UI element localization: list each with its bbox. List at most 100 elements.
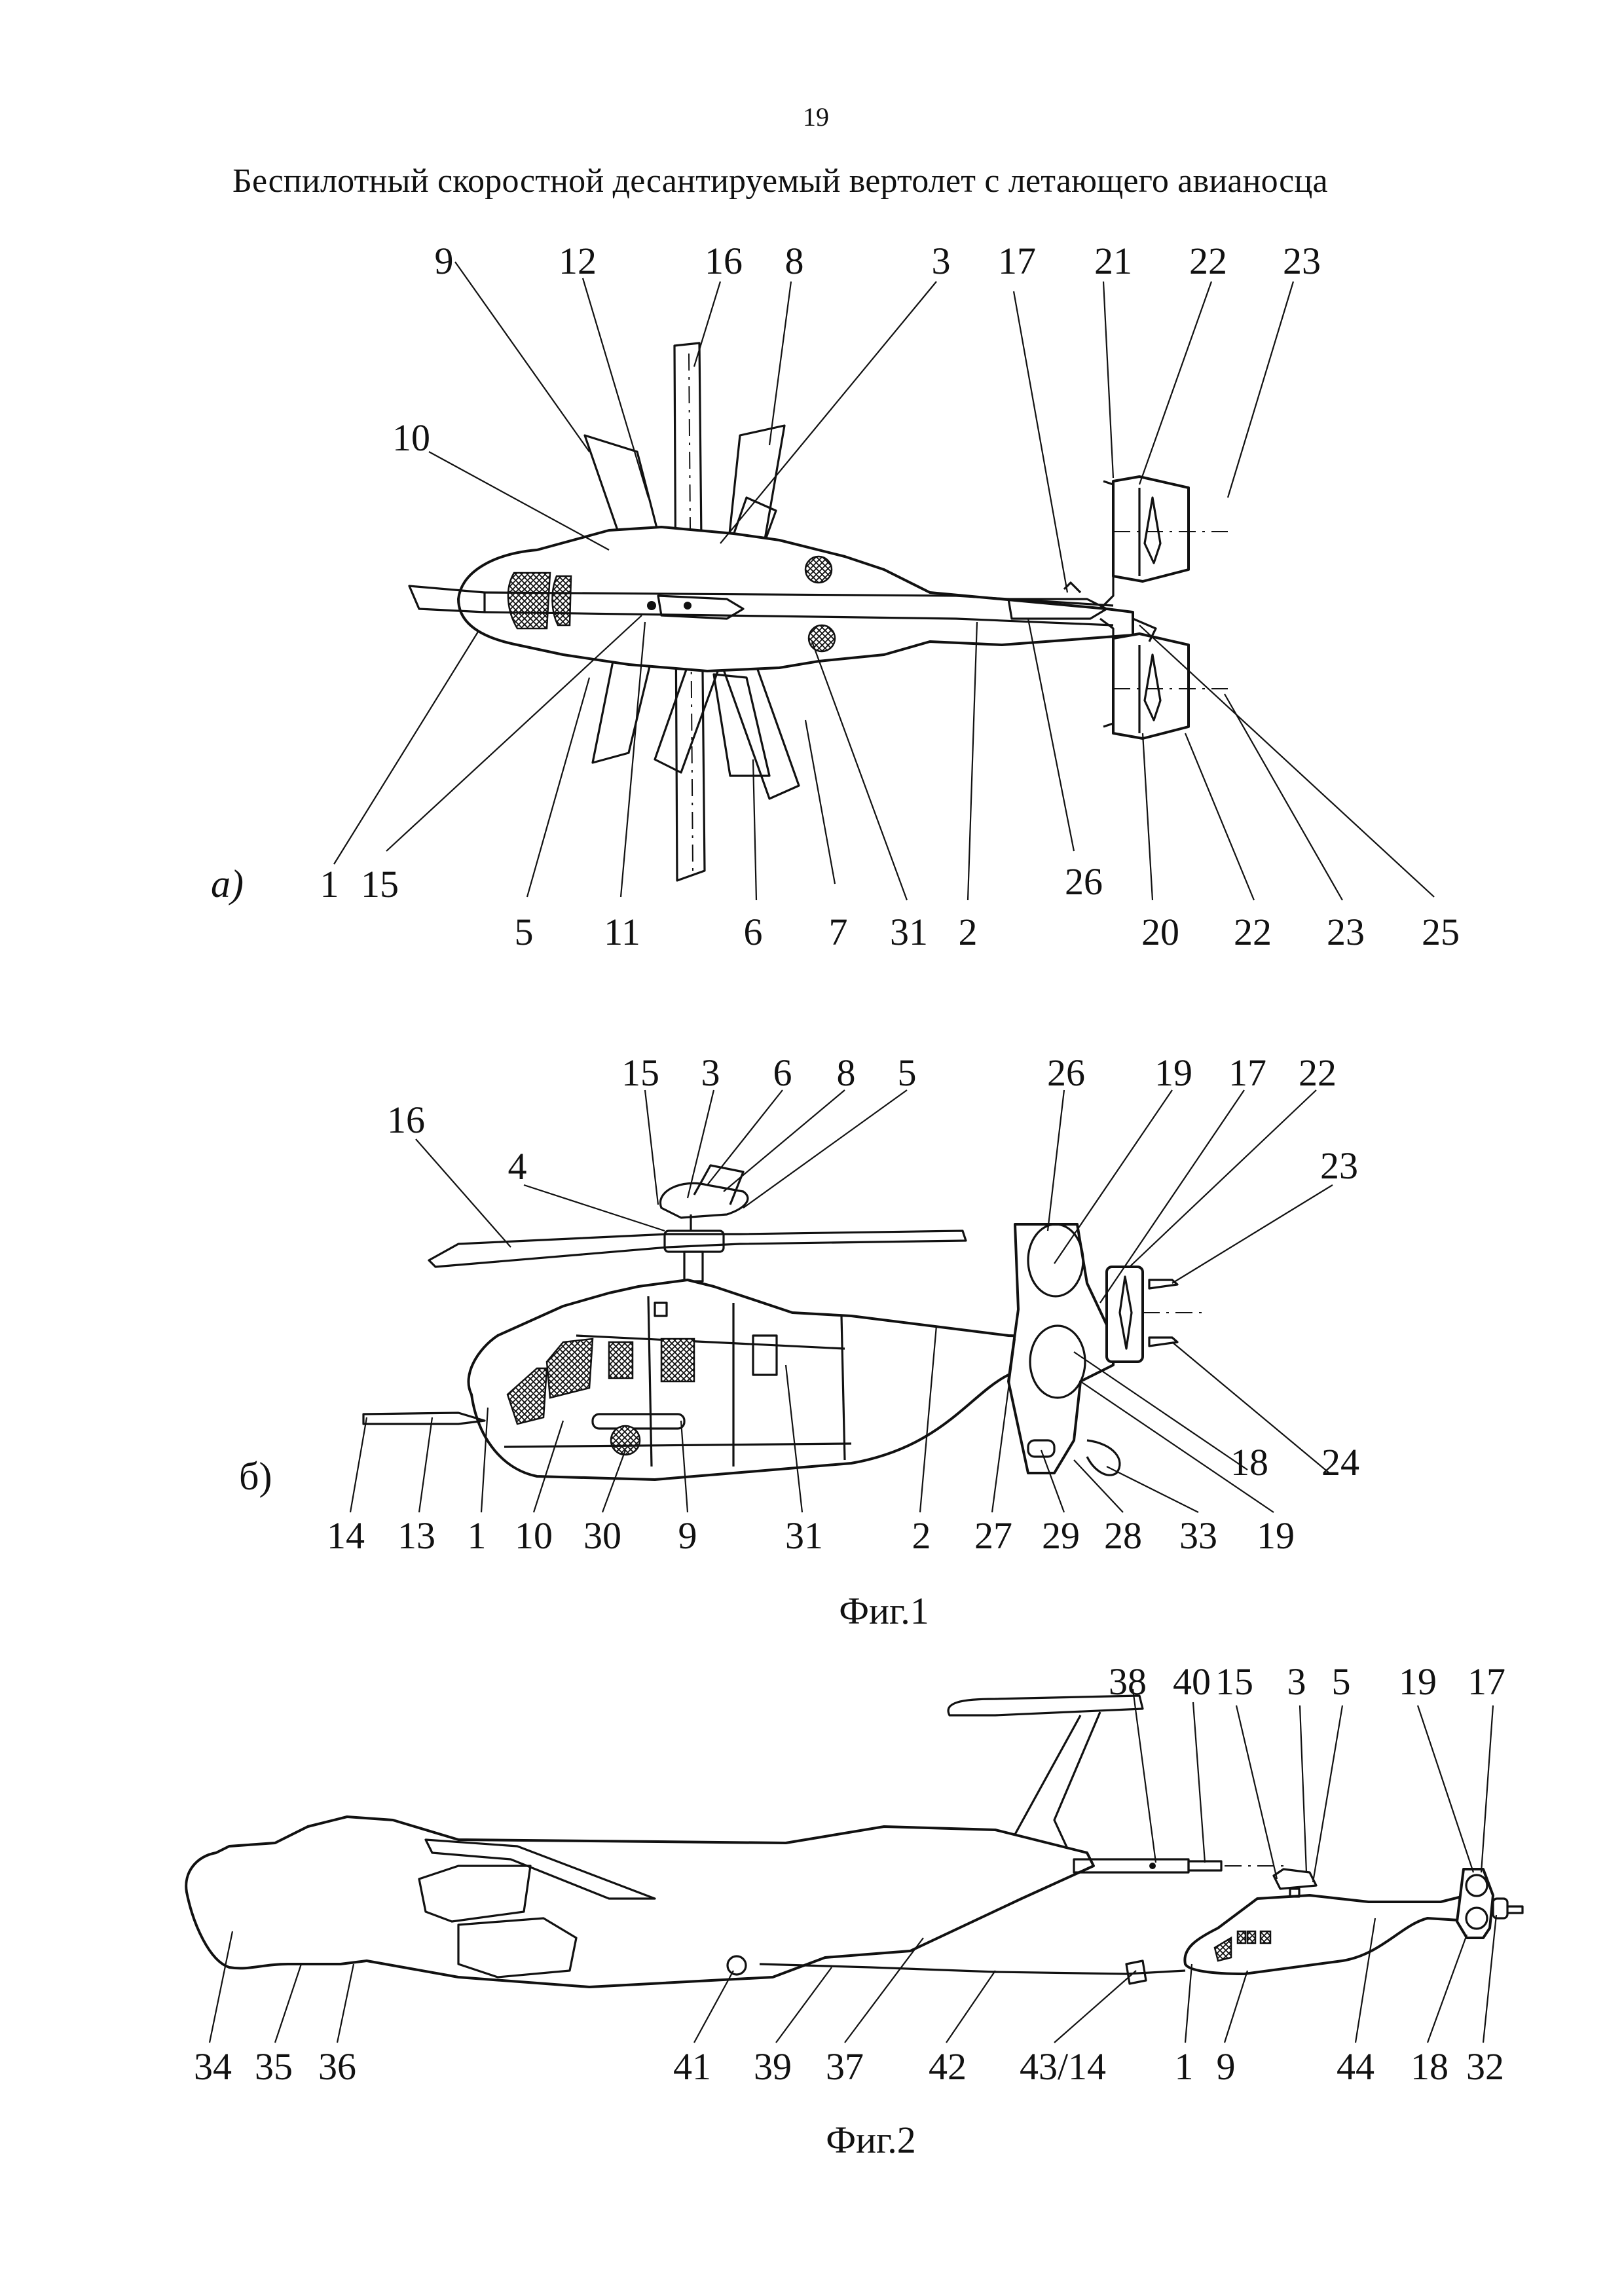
ground-line [504,1442,852,1448]
heli-rotor-head [1272,1868,1318,1890]
blade-axis-line [688,353,693,871]
subfigure-marker: б) [239,1455,272,1498]
tail-fin [1007,1223,1115,1474]
callout-label: 10 [515,1514,553,1557]
tail-nacelle [1007,598,1108,620]
callout-label: 8 [836,1051,856,1094]
callout-label: 5 [897,1051,917,1094]
fan-upper [1465,1874,1488,1897]
tow-cable [759,1963,1186,1975]
callout-label: 17 [1467,1660,1505,1703]
main-rotor-blade [428,1230,967,1268]
callout-label: 23 [1320,1144,1358,1187]
callout-label: 1 [467,1514,487,1557]
callout-label: 11 [604,911,640,953]
wing-pylon [591,1413,686,1430]
callout-label: 33 [1179,1514,1217,1557]
callout-label: 36 [318,2045,356,2088]
side-panel [752,1334,778,1376]
fig2-aircraft-carrier [185,1688,1524,2043]
intake-grille [807,624,836,653]
callout-label: 30 [583,1514,621,1557]
page-title: Беспилотный скоростной десантируемый вер… [232,162,1328,200]
callout-label: 24 [1321,1441,1359,1484]
callout-label: 27 [974,1514,1012,1557]
callout-label: 1 [1174,2045,1194,2088]
callout-label: 35 [255,2045,293,2088]
callout-label: 40 [1173,1660,1211,1703]
callout-label: 28 [1104,1514,1142,1557]
callout-label: 6 [743,911,763,953]
callout-label: 15 [621,1051,659,1094]
fan-lower [1029,1324,1086,1399]
callout-label: 3 [931,240,951,282]
callout-label: 19 [1257,1514,1295,1557]
tail-skid [1086,1439,1121,1476]
folded-wing [693,1164,745,1205]
callout-label: 16 [705,240,743,282]
callout-label: 1 [320,863,339,905]
cockpit-window [545,1338,594,1399]
nose-probe [362,1412,486,1425]
callout-label: 22 [1234,911,1272,953]
callout-label: 12 [559,240,597,282]
pusher-duct [1492,1897,1509,1920]
vertical-tail-rear [1053,1711,1101,1863]
callout-label: 42 [929,2045,967,2088]
callout-label: 16 [387,1099,425,1141]
callout-label: 22 [1299,1051,1337,1094]
callout-label: 9 [434,240,454,282]
aircraft-fuselage [185,1815,1095,1988]
landing-wheel [610,1425,641,1456]
callout-label: 23 [1327,911,1365,953]
leader-lines [333,261,1435,901]
fan-blade [1143,653,1162,721]
rotor-blade [673,342,706,882]
panel-line [647,1296,653,1467]
fig1a-helicopter-top-view [333,261,1435,901]
horizontal-stabilizer [947,1694,1144,1717]
cockpit-window [551,575,572,627]
stabilizer-upper [1099,480,1115,610]
cabin-window [608,1341,634,1379]
towed-helicopter-fuselage [1183,1891,1481,1975]
callout-label: 20 [1141,911,1179,953]
callout-label: 22 [1189,240,1227,282]
boom-40 [1187,1860,1223,1872]
callout-label: 23 [1283,240,1321,282]
callout-label: 29 [1042,1514,1080,1557]
cockpit-window [507,572,551,630]
aircraft-wing [424,1838,656,1900]
callout-label: 17 [1228,1051,1266,1094]
callout-label: 10 [392,416,430,459]
callout-label: 34 [194,2045,232,2088]
tail-nozzle [1507,1905,1524,1914]
wing-bottom-right [712,673,771,777]
pusher-blade [1118,1275,1133,1350]
heli-window [1246,1930,1257,1944]
spine-line [484,611,1114,627]
panel-line [840,1315,846,1461]
figure-1-caption: Фиг.1 [839,1590,929,1632]
fuselage [457,526,1134,672]
tail-nozzle-lower [1148,1336,1179,1347]
callout-label: 17 [998,240,1036,282]
callout-label: 32 [1466,2045,1504,2088]
heli-mast [1289,1887,1301,1898]
callout-label: 26 [1047,1051,1085,1094]
callout-label: 7 [828,911,848,953]
fan-upper [1027,1223,1084,1298]
leader-lines [208,1688,1498,2043]
callout-label: 5 [1331,1660,1351,1703]
tail-fan-upper [1112,475,1190,583]
fan-blade [1143,496,1162,564]
callout-label: 4 [507,1145,527,1188]
hatch [654,1302,668,1317]
tail-wheel [1027,1439,1056,1458]
callout-label: 26 [1065,860,1103,903]
heli-window [1213,1936,1232,1962]
callout-label: 2 [958,911,978,953]
spine-line [484,591,1114,607]
rotor-blade [654,496,777,774]
callout-label: 6 [773,1051,792,1094]
